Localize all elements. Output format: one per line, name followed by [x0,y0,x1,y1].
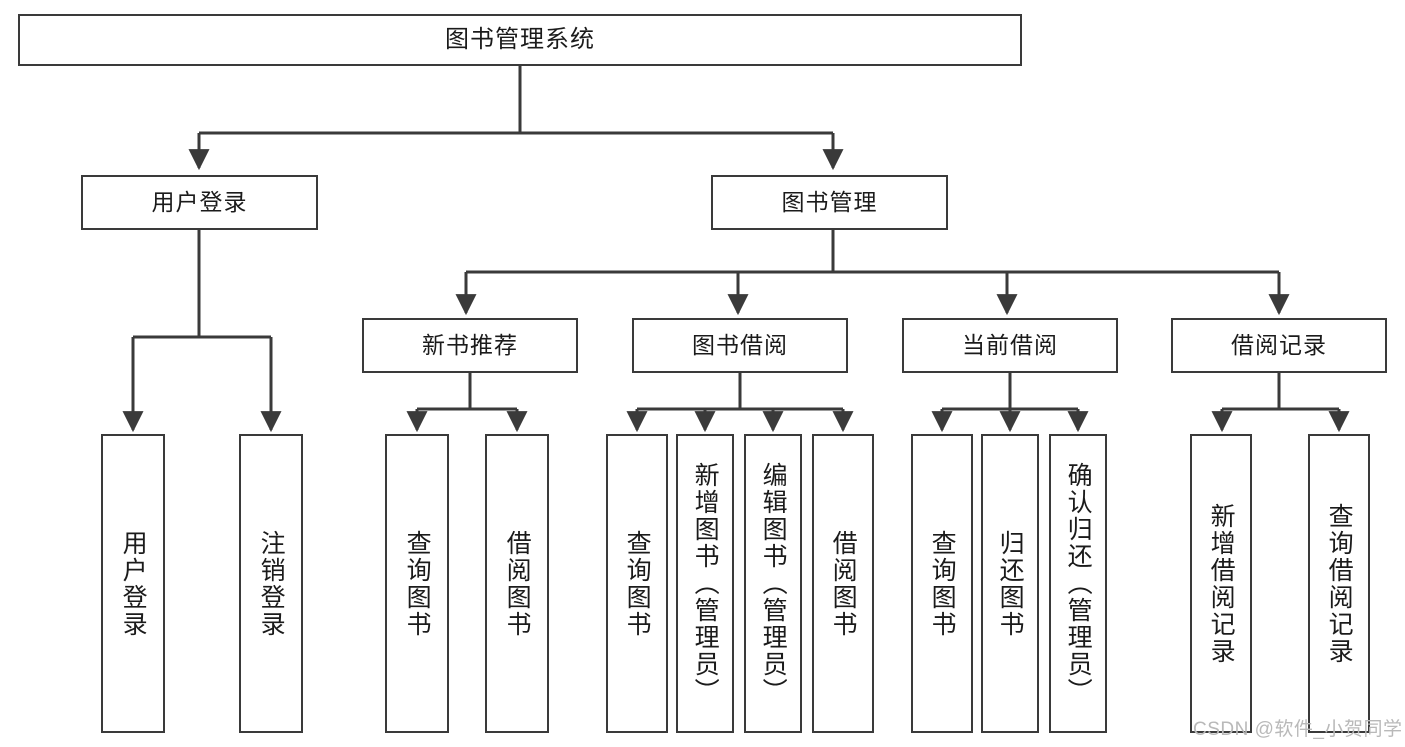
node-borrowing-records[interactable]: 借阅记录 [1171,318,1387,373]
leaf-borrow-books[interactable]: 借阅图书 [812,434,874,733]
leaf-user-login[interactable]: 用户登录 [101,434,165,733]
node-label: 借阅记录 [1231,332,1327,359]
leaf-query-borrow-record[interactable]: 查询借阅记录 [1308,434,1370,733]
node-label: 图书管理系统 [445,26,595,54]
node-label: 新增借阅记录 [1207,502,1236,665]
leaf-confirm-return-admin[interactable]: 确认归还（管理员） [1049,434,1107,733]
leaf-return-books[interactable]: 归还图书 [981,434,1039,733]
node-label: 新增图书（管理员） [691,462,720,705]
node-current-borrowing[interactable]: 当前借阅 [902,318,1118,373]
csdn-watermark: CSDN @软件_小贺同学 [1193,719,1403,740]
node-user-login[interactable]: 用户登录 [81,175,318,230]
leaf-logout[interactable]: 注销登录 [239,434,303,733]
leaf-query-books-recommend[interactable]: 查询图书 [385,434,449,733]
node-label: 借阅图书 [503,529,532,638]
leaf-query-books-borrow[interactable]: 查询图书 [606,434,668,733]
node-label: 查询图书 [403,529,432,638]
node-new-book-recommendation[interactable]: 新书推荐 [362,318,578,373]
node-book-management[interactable]: 图书管理 [711,175,948,230]
node-root-book-management-system[interactable]: 图书管理系统 [18,14,1022,66]
node-label: 用户登录 [119,529,148,638]
leaf-add-borrow-record[interactable]: 新增借阅记录 [1190,434,1252,733]
leaf-edit-book-admin[interactable]: 编辑图书（管理员） [744,434,802,733]
node-label: 借阅图书 [829,529,858,638]
node-label: 新书推荐 [422,332,518,359]
node-label: 查询借阅记录 [1325,502,1354,665]
node-label: 图书管理 [781,189,878,216]
node-label: 编辑图书（管理员） [759,462,788,705]
node-label: 注销登录 [257,529,286,638]
node-label: 归还图书 [996,529,1025,638]
node-label: 查询图书 [928,529,957,638]
node-label: 查询图书 [623,529,652,638]
leaf-query-books-current[interactable]: 查询图书 [911,434,973,733]
leaf-add-book-admin[interactable]: 新增图书（管理员） [676,434,734,733]
node-book-borrowing[interactable]: 图书借阅 [632,318,848,373]
node-label: 当前借阅 [962,332,1058,359]
node-label: 用户登录 [151,189,248,216]
node-label: 确认归还（管理员） [1064,462,1093,705]
node-label: 图书借阅 [692,332,788,359]
leaf-borrow-books-recommend[interactable]: 借阅图书 [485,434,549,733]
